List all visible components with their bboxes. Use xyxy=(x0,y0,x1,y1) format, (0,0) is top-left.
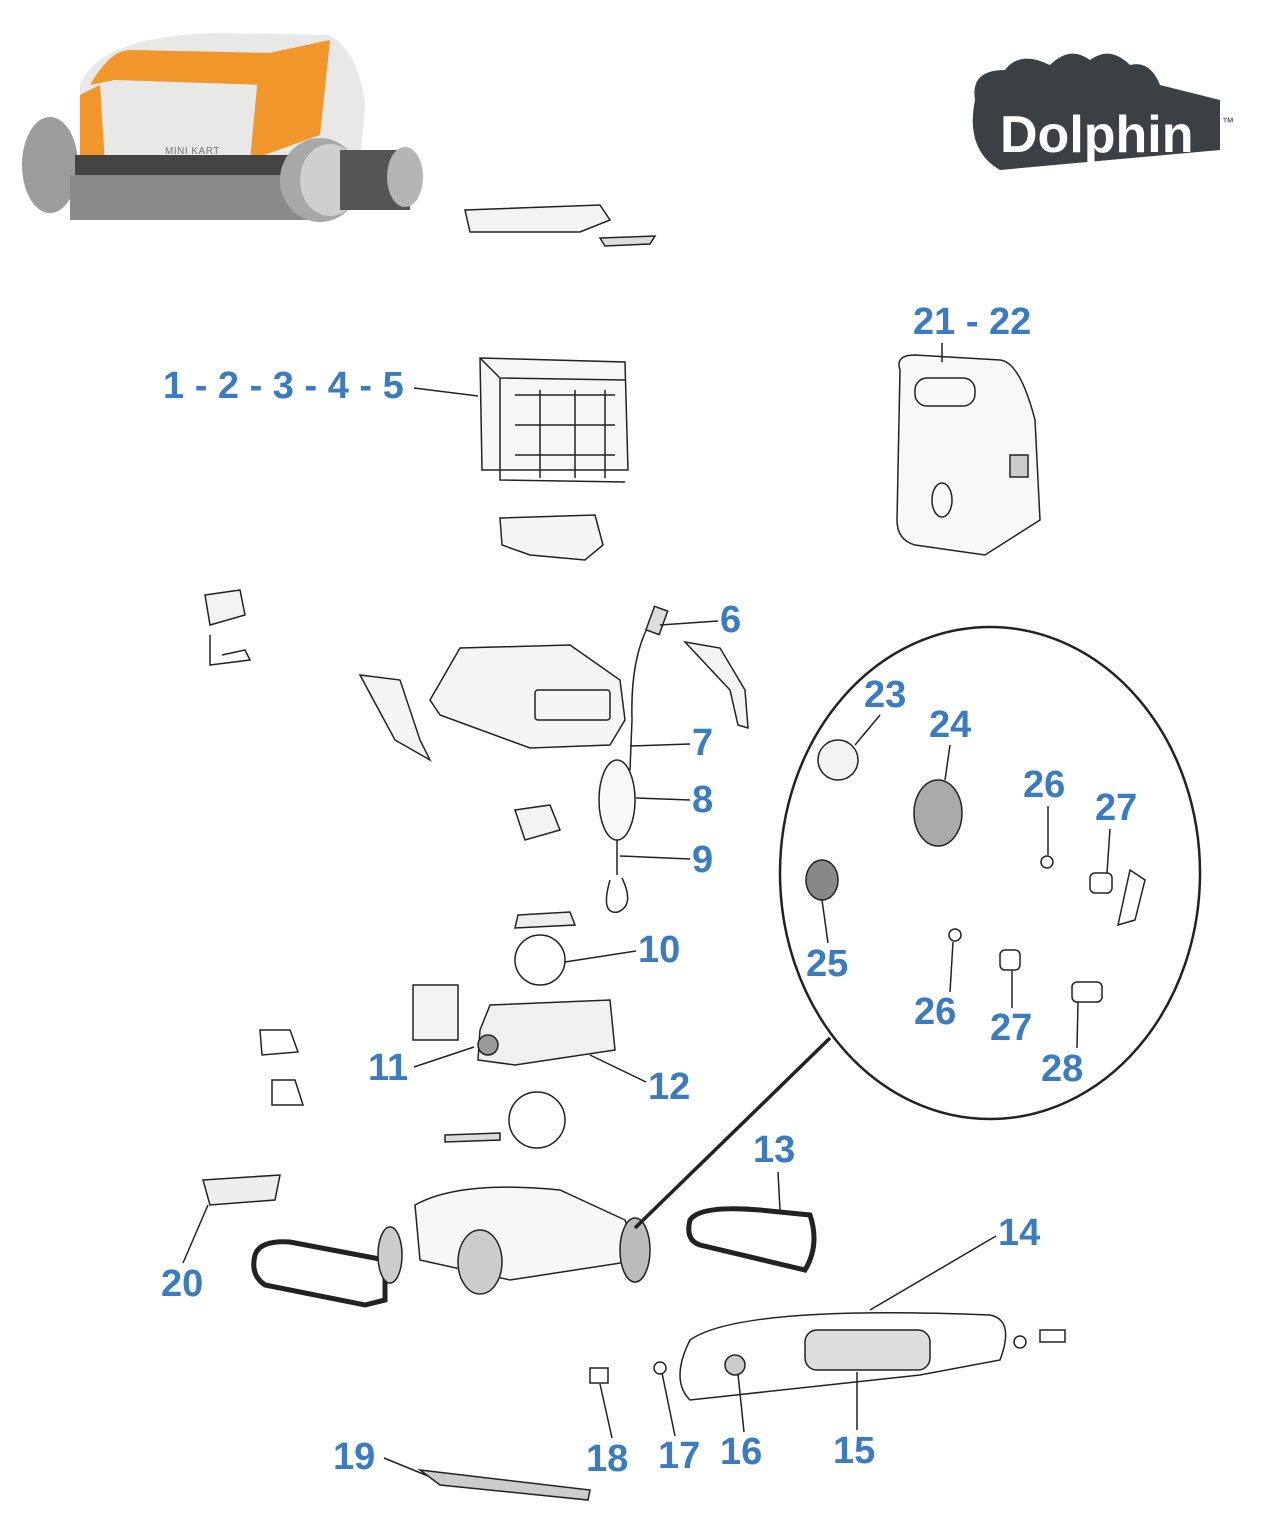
callout-16: 16 xyxy=(720,1431,763,1473)
filter-basket xyxy=(479,357,629,483)
callout-9: 9 xyxy=(692,839,714,881)
callout-8: 8 xyxy=(692,779,714,821)
callout-12: 12 xyxy=(648,1066,691,1108)
callout-18: 18 xyxy=(586,1438,629,1480)
callout-28: 28 xyxy=(1041,1048,1084,1090)
svg-text:™: ™ xyxy=(1222,115,1234,129)
callout-17: 17 xyxy=(658,1435,701,1477)
callout-27: 27 xyxy=(1095,787,1138,829)
dolphin-logo: Dolphin ™ xyxy=(960,40,1250,185)
model-label: MINI KART xyxy=(165,146,220,157)
svg-text:Dolphin: Dolphin xyxy=(1000,106,1194,164)
callout-27-lower: 27 xyxy=(990,1007,1033,1049)
callout-7: 7 xyxy=(692,722,714,764)
product-image: MINI KART xyxy=(20,25,430,230)
callout-13: 13 xyxy=(753,1129,796,1171)
power-supply xyxy=(896,354,1041,556)
callout-14: 14 xyxy=(998,1212,1041,1254)
callout-26-lower: 26 xyxy=(914,991,957,1033)
callout-10: 10 xyxy=(638,929,681,971)
callout-11: 11 xyxy=(368,1047,409,1089)
chassis xyxy=(251,1186,651,1308)
callout-24: 24 xyxy=(929,704,972,746)
callout-23: 23 xyxy=(864,674,907,716)
callout-26: 26 xyxy=(1023,764,1066,806)
callout-21-22-power-supply: 21 - 22 xyxy=(913,301,1032,343)
callout-1-5-filter: 1 - 2 - 3 - 4 - 5 xyxy=(163,365,404,407)
callout-20: 20 xyxy=(161,1263,204,1305)
callout-25: 25 xyxy=(806,943,849,985)
callout-19: 19 xyxy=(333,1436,376,1478)
callout-6: 6 xyxy=(720,599,742,641)
callout-15: 15 xyxy=(833,1430,876,1472)
